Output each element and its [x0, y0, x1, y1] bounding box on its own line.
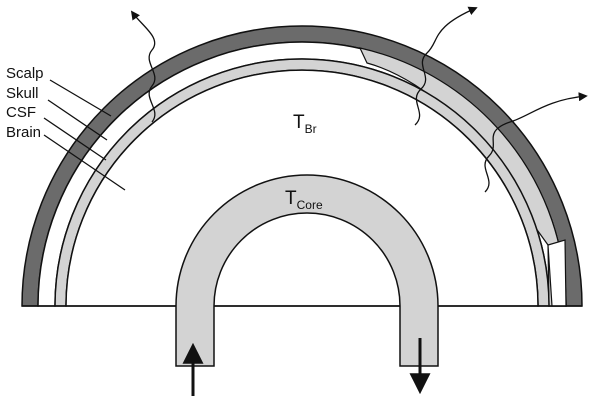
label-skull: Skull [6, 85, 39, 102]
core-temp-symbol: T [285, 188, 297, 209]
wavy-arrow-icon [130, 10, 156, 123]
brain-temp-subscript: Br [305, 122, 317, 136]
wavy-arrow-icon [484, 92, 588, 193]
label-csf: CSF [6, 104, 36, 121]
leader-scalp [49, 79, 112, 117]
leader-brain [43, 134, 126, 191]
brain-temp-symbol: T [293, 112, 305, 133]
core-tube [175, 174, 439, 367]
label-brain: Brain [6, 124, 41, 141]
core-temp-subscript: Core [297, 198, 323, 212]
wavy-arrow-icon [414, 6, 478, 126]
leader-skull [47, 99, 108, 141]
leader-csf [43, 117, 107, 161]
label-scalp: Scalp [6, 65, 44, 82]
core-temperature-label: TCore [285, 188, 323, 212]
brain-temperature-label: TBr [293, 112, 317, 136]
